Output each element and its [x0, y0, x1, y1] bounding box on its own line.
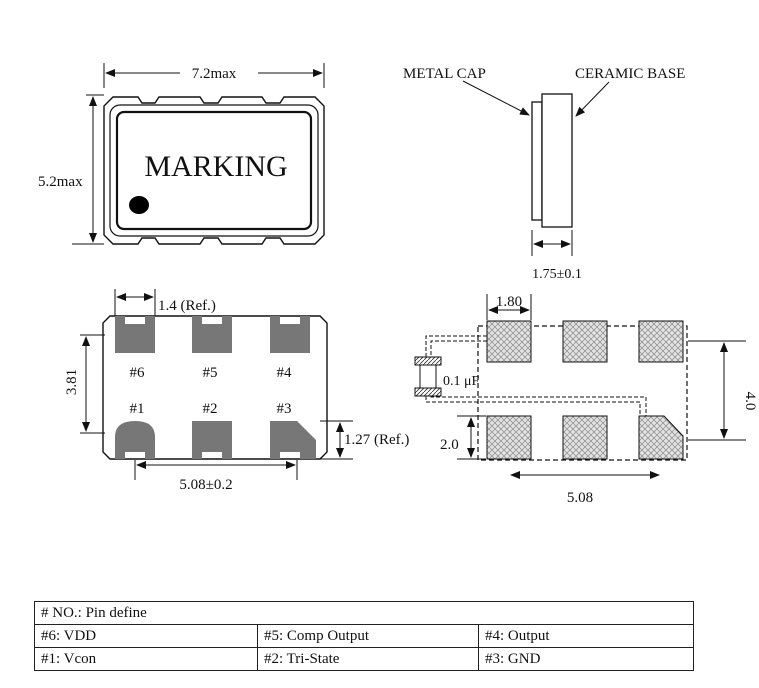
land-pad-3 [638, 415, 684, 460]
land-pad-2 [562, 415, 608, 460]
land-height-label: 4.0 [742, 392, 758, 411]
land-pad-4 [638, 320, 684, 363]
land-pad-5 [562, 320, 608, 363]
bottom-view: 1.4 (Ref.) #6 #5 #4 #1 #2 #3 3.81 1.27 (… [64, 289, 409, 493]
top-package-outline [103, 96, 325, 245]
pin-label-3: #3 [277, 401, 292, 417]
lid-outer-outline [109, 104, 319, 237]
pad-2 [192, 421, 232, 459]
pad-width-label: 1.4 (Ref.) [158, 298, 216, 314]
capacitor-pad-top [414, 356, 442, 366]
capacitor-label: 0.1 μF [443, 374, 480, 389]
land-pad-height-label: 2.0 [440, 437, 459, 453]
table-row: #1: Vcon #2: Tri-State #3: GND [34, 647, 694, 671]
pad-6 [115, 316, 155, 353]
table-header: # NO.: Pin define [34, 601, 694, 625]
table-cell: #5: Comp Output [257, 624, 479, 648]
bottom-height-label: 3.81 [64, 369, 80, 395]
table-row: #6: VDD #5: Comp Output #4: Output [34, 624, 694, 648]
marking-text: MARKING [144, 150, 287, 183]
pin-label-2: #2 [203, 401, 218, 417]
ceramic-base-label: CERAMIC BASE [575, 66, 685, 82]
capacitor-pad-bottom [414, 387, 442, 397]
side-view: METAL CAP CERAMIC BASE 1.75±0.1 [403, 66, 685, 282]
bottom-pitch-label: 5.08±0.2 [179, 477, 232, 493]
top-width-label: 7.2max [192, 66, 237, 82]
table-cell: #3: GND [478, 647, 694, 671]
metal-cap [531, 101, 543, 221]
pad-1 [115, 421, 155, 459]
land-pad-6 [486, 320, 532, 363]
metal-cap-label: METAL CAP [403, 66, 486, 82]
table-cell: #6: VDD [34, 624, 258, 648]
package-drawing: 7.2max 5.2max MARKING METAL CAP CERAMIC … [38, 63, 758, 506]
pin-define-table: # NO.: Pin define #6: VDD #5: Comp Outpu… [34, 601, 694, 671]
pad-height-label: 1.27 (Ref.) [344, 432, 409, 448]
top-height-label: 5.2max [38, 174, 83, 190]
pad-4 [270, 316, 310, 353]
land-pad-1 [486, 415, 532, 460]
pad-3 [270, 421, 316, 459]
pin-label-1: #1 [130, 401, 145, 417]
table-cell: #4: Output [478, 624, 694, 648]
pin1-dot-icon [129, 196, 149, 214]
land-pitch-label: 5.08 [567, 490, 593, 506]
table-header-row: # NO.: Pin define [34, 601, 694, 625]
ceramic-base [541, 93, 573, 228]
pin-label-5: #5 [203, 365, 218, 381]
land-pattern: 1.80 0.1 μF 4.0 2.0 5.08 [414, 294, 758, 506]
table-cell: #1: Vcon [34, 647, 258, 671]
table-cell: #2: Tri-State [257, 647, 479, 671]
capacitor-body [419, 364, 437, 389]
pin-label-6: #6 [130, 365, 146, 381]
top-view: 7.2max 5.2max MARKING [38, 63, 325, 245]
land-pad-width-label: 1.80 [496, 294, 522, 310]
lid-inner-outline [115, 110, 313, 231]
pin-label-4: #4 [277, 365, 293, 381]
pad-5 [192, 316, 232, 353]
thickness-label: 1.75±0.1 [532, 267, 582, 282]
